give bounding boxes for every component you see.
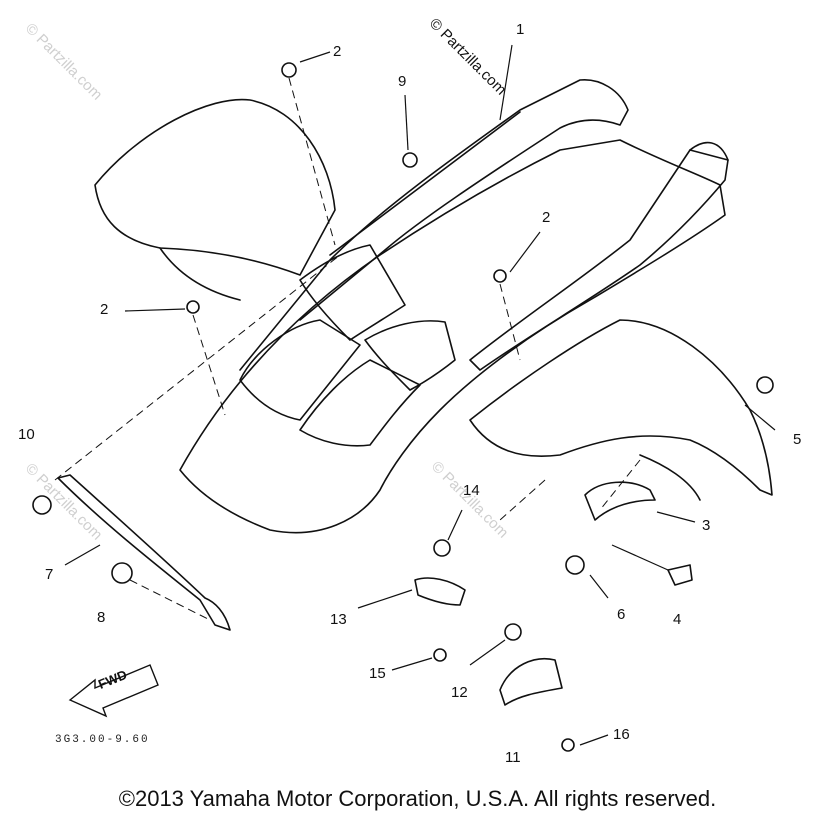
- nut-15: [433, 648, 447, 662]
- fwd-arrow: [68, 664, 159, 718]
- callout-2: 2: [333, 43, 342, 60]
- copyright-notice: ©2013 Yamaha Motor Corporation, U.S.A. A…: [118, 786, 717, 811]
- callout-8: 8: [97, 609, 106, 626]
- bolt-2c: [493, 269, 507, 283]
- callout-2: 2: [542, 209, 551, 226]
- bracket-13: [414, 577, 466, 606]
- callout-10: 10: [18, 426, 35, 443]
- stay-3: [584, 481, 656, 521]
- diagram-code: 3G3.00-9.60: [55, 734, 150, 746]
- callout-7: 7: [45, 566, 54, 583]
- callout-9: 9: [398, 73, 407, 90]
- front-rail: [239, 79, 629, 371]
- callout-2: 2: [100, 301, 109, 318]
- bolt-5: [756, 376, 774, 394]
- right-fender: [469, 319, 773, 496]
- callout-16: 16: [613, 726, 630, 743]
- parts-diagram: [32, 44, 776, 752]
- callout-5: 5: [793, 431, 802, 448]
- callout-6: 6: [617, 606, 626, 623]
- callout-11: 11: [505, 749, 521, 766]
- callout-14: 14: [463, 482, 480, 499]
- collar-12: [504, 623, 522, 641]
- grommet-10: [32, 495, 52, 515]
- nut-16: [561, 738, 575, 752]
- callout-4: 4: [673, 611, 682, 628]
- callout-1: 1: [516, 21, 525, 38]
- bolt-2a: [281, 62, 297, 78]
- right-rail: [469, 141, 729, 371]
- clip-4: [667, 564, 693, 586]
- bracket-11: [499, 658, 563, 706]
- callout-12: 12: [451, 684, 468, 701]
- grommet-6: [565, 555, 585, 575]
- callout-15: 15: [369, 665, 386, 682]
- clip-9: [402, 152, 418, 168]
- brace-bar: [57, 474, 231, 631]
- callout-3: 3: [702, 517, 711, 534]
- left-fender: [94, 98, 336, 276]
- bolt-2b: [186, 300, 200, 314]
- callout-13: 13: [330, 611, 347, 628]
- grommet-8: [111, 562, 133, 584]
- collar-14: [433, 539, 451, 557]
